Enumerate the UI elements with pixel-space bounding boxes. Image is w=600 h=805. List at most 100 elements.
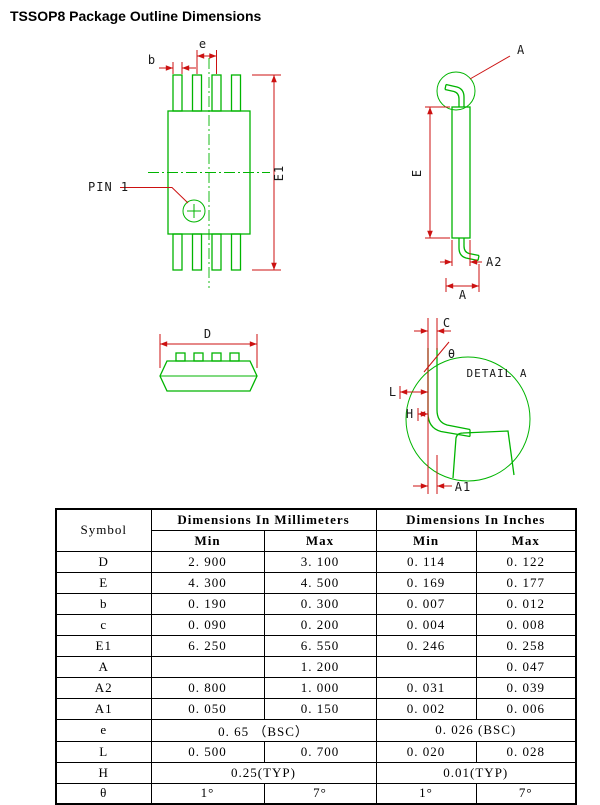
front-view: D: [159, 327, 258, 392]
theta-dim-label: θ: [448, 347, 456, 361]
in-max-cell: 0. 008: [475, 613, 577, 636]
package-body-outline: [167, 110, 251, 235]
in-min-cell: [375, 655, 477, 678]
pin: [230, 233, 242, 271]
in-min-cell: 0. 004: [375, 613, 477, 636]
dimensions-table: Symbol Dimensions In Millimeters Dimensi…: [55, 508, 578, 805]
side-body-outline: [451, 106, 471, 239]
a2-dim-label: A2: [486, 255, 502, 269]
mm-group-header: Dimensions In Millimeters: [150, 508, 377, 531]
mm-min-cell: 0. 500: [150, 740, 265, 763]
symbol-cell: b: [55, 592, 152, 615]
in-min-cell: 0. 002: [375, 697, 477, 720]
in-min-cell: 0. 020: [375, 740, 477, 763]
symbol-cell: e: [55, 718, 152, 742]
table-row: e 0. 65 （BSC） 0. 026 (BSC): [55, 718, 577, 742]
mm-max-cell: 7°: [263, 782, 377, 805]
in-min-header: Min: [375, 529, 477, 552]
mm-max-cell: 4. 500: [263, 571, 377, 594]
mm-max-cell: 0. 700: [263, 740, 377, 763]
mm-max-cell: 0. 200: [263, 613, 377, 636]
lead: [229, 352, 240, 362]
side-view: A E A2 A: [410, 43, 525, 302]
symbol-cell: H: [55, 761, 152, 784]
h-dim-label: H: [406, 407, 414, 421]
a1-dim-label: A1: [455, 480, 471, 494]
pin1-label: PIN 1: [88, 180, 129, 194]
detail-a-callout-label: A: [517, 43, 525, 57]
mm-max-cell: 1. 000: [263, 676, 377, 699]
symbol-header: Symbol: [55, 508, 152, 552]
in-max-cell: 0. 047: [475, 655, 577, 678]
in-max-cell: 0. 177: [475, 571, 577, 594]
in-min-cell: 0. 007: [375, 592, 477, 615]
table-row: b 0. 190 0. 300 0. 007 0. 012: [55, 592, 577, 615]
mm-min-cell: 6. 250: [150, 634, 265, 657]
symbol-cell: L: [55, 740, 152, 763]
table-row: A1 0. 050 0. 150 0. 002 0. 006: [55, 697, 577, 720]
table-row: D 2. 900 3. 100 0. 114 0. 122: [55, 550, 577, 573]
table-row: E 4. 300 4. 500 0. 169 0. 177: [55, 571, 577, 594]
package-outline-drawing: PIN 1 e b E1: [88, 37, 531, 494]
in-max-cell: 0. 028: [475, 740, 577, 763]
detail-a-circle: [405, 356, 531, 482]
symbol-cell: D: [55, 550, 152, 573]
in-max-cell: 0. 039: [475, 676, 577, 699]
in-max-cell: 0. 122: [475, 550, 577, 573]
pin: [211, 233, 222, 271]
pin: [191, 233, 203, 271]
mm-min-cell: 2. 900: [150, 550, 265, 573]
in-min-cell: 0. 169: [375, 571, 477, 594]
mm-max-cell: 3. 100: [263, 550, 377, 573]
in-min-cell: 0. 031: [375, 676, 477, 699]
lead: [211, 352, 222, 362]
mm-max-header: Max: [263, 529, 377, 552]
detail-a-marker-circle: [436, 71, 476, 111]
mm-min-cell: 4. 300: [150, 571, 265, 594]
in-max-cell: 7°: [475, 782, 577, 805]
mm-min-cell: 0. 800: [150, 676, 265, 699]
table-row: H 0.25(TYP) 0.01(TYP): [55, 761, 577, 784]
in-min-cell: 0. 114: [375, 550, 477, 573]
symbol-cell: A: [55, 655, 152, 678]
symbol-cell: A2: [55, 676, 152, 699]
table-subheader-row: Min Max Min Max: [56, 529, 577, 552]
mm-max-cell: 0. 300: [263, 592, 377, 615]
symbol-cell: E: [55, 571, 152, 594]
d-dim-label: D: [204, 327, 212, 341]
detail-a-title: DETAIL A: [467, 367, 528, 380]
e1-dim-label: E1: [272, 165, 286, 181]
symbol-cell: c: [55, 613, 152, 636]
mm-min-header: Min: [150, 529, 265, 552]
table-row: E1 6. 250 6. 550 0. 246 0. 258: [55, 634, 577, 657]
e-side-dim-label: E: [410, 169, 424, 177]
lead: [175, 352, 186, 362]
mm-min-cell: 0. 190: [150, 592, 265, 615]
a-dim-label: A: [459, 288, 467, 302]
table-row: A2 0. 800 1. 000 0. 031 0. 039: [55, 676, 577, 699]
table-header-row: Symbol Dimensions In Millimeters Dimensi…: [55, 508, 577, 552]
mm-span-cell: 0.25(TYP): [150, 761, 377, 784]
l-dim-label: L: [389, 385, 397, 399]
symbol-cell: θ: [55, 782, 152, 805]
mm-max-cell: 1. 200: [263, 655, 377, 678]
pin: [172, 233, 183, 271]
pin: [191, 74, 203, 112]
in-max-header: Max: [475, 529, 577, 552]
in-max-cell: 0. 258: [475, 634, 577, 657]
pin1-indicator: [182, 199, 206, 223]
c-dim-label: C: [443, 316, 451, 330]
in-min-cell: 1°: [375, 782, 477, 805]
mm-max-cell: 6. 550: [263, 634, 377, 657]
mm-min-cell: 1°: [150, 782, 265, 805]
lead: [193, 352, 204, 362]
table-row: L 0. 500 0. 700 0. 020 0. 028: [55, 740, 577, 763]
in-span-cell: 0. 026 (BSC): [375, 718, 577, 742]
pin: [211, 74, 222, 112]
in-max-cell: 0. 012: [475, 592, 577, 615]
mm-min-cell: [150, 655, 265, 678]
inch-group-header: Dimensions In Inches: [375, 508, 577, 531]
b-dim-label: b: [148, 53, 156, 67]
table-row: c 0. 090 0. 200 0. 004 0. 008: [55, 613, 577, 636]
